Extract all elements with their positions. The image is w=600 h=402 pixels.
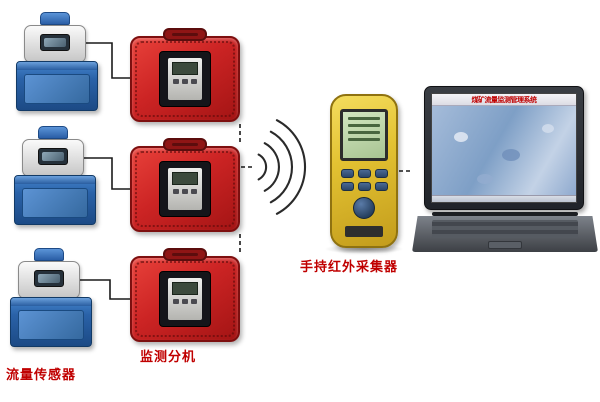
instrument-screen (172, 62, 198, 75)
wire-sensor3-box3 (80, 279, 130, 300)
instrument-buttons (168, 189, 202, 194)
transmitter-body (18, 261, 80, 299)
laptop-screen-statusbar (432, 195, 576, 202)
box-body (130, 256, 240, 342)
laptop-base (412, 216, 598, 252)
flow-sensor-unit-2 (14, 126, 98, 225)
transmitter-display (40, 34, 70, 51)
tank-front-panel (24, 74, 90, 104)
laptop-keyboard (432, 220, 578, 238)
label-monitor-unit: 监测分机 (140, 350, 197, 365)
box-handle (163, 138, 207, 151)
handheld-brand-strip (345, 226, 383, 237)
transmitter-body (22, 139, 84, 177)
screen-fleck (454, 132, 468, 142)
laptop: 煤矿流量监测管理系统 (412, 86, 598, 252)
monitor-box-1 (130, 28, 240, 122)
box-handle (163, 248, 207, 261)
instrument-buttons (168, 79, 202, 84)
laptop-touchpad (488, 241, 522, 249)
box-body (130, 146, 240, 232)
flow-transmitter-1 (24, 12, 86, 63)
box-instrument (168, 168, 202, 210)
sensor-tank-1 (16, 61, 98, 111)
screen-fleck (502, 149, 520, 161)
transmitter-cap (40, 12, 70, 25)
box-panel (159, 51, 211, 107)
screen-fleck (477, 174, 493, 184)
tank-front-panel (18, 310, 84, 340)
laptop-screen-title: 煤矿流量监测管理系统 (432, 94, 576, 106)
box-panel (159, 161, 211, 217)
flow-transmitter-3 (18, 248, 80, 299)
box-instrument (168, 278, 202, 320)
wire-sensor2-box2 (84, 157, 130, 190)
wire-sensor1-box1 (86, 42, 130, 79)
transmitter-display (34, 270, 64, 287)
tank-front-panel (22, 188, 88, 218)
label-flow-sensor: 流量传感器 (6, 368, 77, 383)
screen-fleck (542, 124, 554, 133)
laptop-hinge (432, 212, 578, 216)
instrument-buttons (168, 299, 202, 304)
box-instrument (168, 58, 202, 100)
flow-transmitter-2 (22, 126, 84, 177)
box-body (130, 36, 240, 122)
sensor-tank-3 (10, 297, 92, 347)
instrument-screen (172, 282, 198, 295)
transmitter-cap (38, 126, 68, 139)
flow-sensor-unit-3 (10, 248, 94, 347)
transmitter-display (38, 148, 68, 165)
transmitter-cap (34, 248, 64, 261)
handheld-dpad (353, 197, 375, 219)
sensor-tank-2 (14, 175, 96, 225)
wireless-signal-arcs (257, 119, 306, 215)
handheld-lcd (340, 109, 388, 161)
monitor-box-3 (130, 248, 240, 342)
laptop-screen-bezel: 煤矿流量监测管理系统 (424, 86, 584, 210)
box-handle (163, 28, 207, 41)
handheld-shadow (324, 244, 404, 254)
handheld-keypad (332, 169, 396, 191)
label-handheld-collector: 手持红外采集器 (300, 260, 399, 275)
monitor-box-2 (130, 138, 240, 232)
laptop-screen: 煤矿流量监测管理系统 (431, 93, 577, 203)
handheld-collector (330, 94, 398, 248)
flow-sensor-unit-1 (16, 12, 100, 111)
box-panel (159, 271, 211, 327)
transmitter-body (24, 25, 86, 63)
instrument-screen (172, 172, 198, 185)
